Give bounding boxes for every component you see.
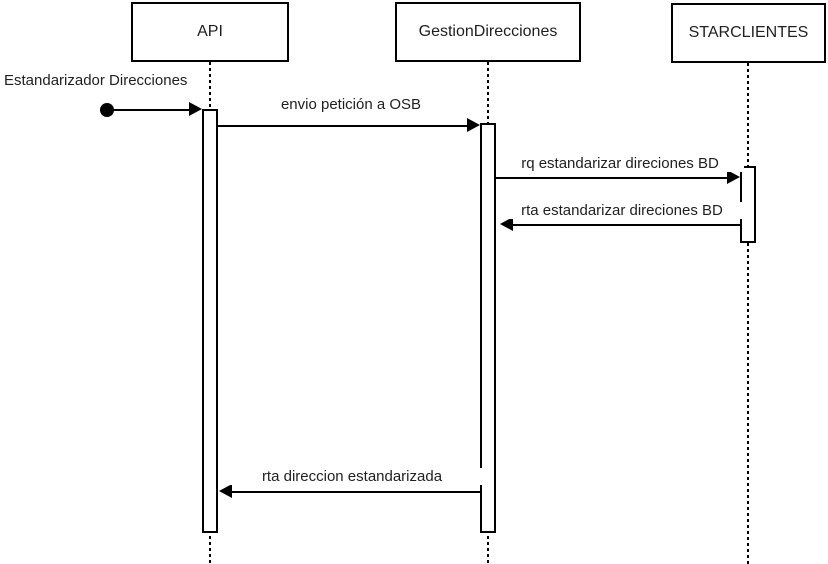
message-arrow-line [496,177,728,179]
actor-label-gestiondirecciones: GestionDirecciones [418,23,558,40]
arrowhead-left-icon [219,484,232,498]
message-label: rq estandarizar direciones BD [496,155,744,172]
message-arrow-line [513,224,740,226]
actor-box-starclientes: STARCLIENTES [671,3,826,63]
actor-label-api: API [197,23,223,40]
message-arrow-line [232,491,481,493]
actor-label-starclientes: STARCLIENTES [688,24,809,41]
activation-bar-api [202,109,218,533]
message-label: envio petición a OSB [218,96,484,113]
arrowhead-left-icon [500,217,513,231]
start-label: Estandarizador Direcciones [2,71,190,90]
activation-bar-gestiondirecciones [480,123,496,533]
start-arrow-line [112,109,189,111]
start-circle-icon [100,103,114,117]
message-arrow-line [218,125,468,127]
message-label: rta direccion estandarizada [219,468,485,485]
lifeline-starclientes [747,63,749,564]
arrowhead-right-icon [467,118,480,132]
message-label: rta estandarizar direciones BD [500,202,744,219]
arrowhead-right-icon [189,102,202,116]
actor-box-api: API [131,2,289,62]
arrowhead-right-icon [727,170,740,184]
actor-box-gestiondirecciones: GestionDirecciones [395,2,581,62]
